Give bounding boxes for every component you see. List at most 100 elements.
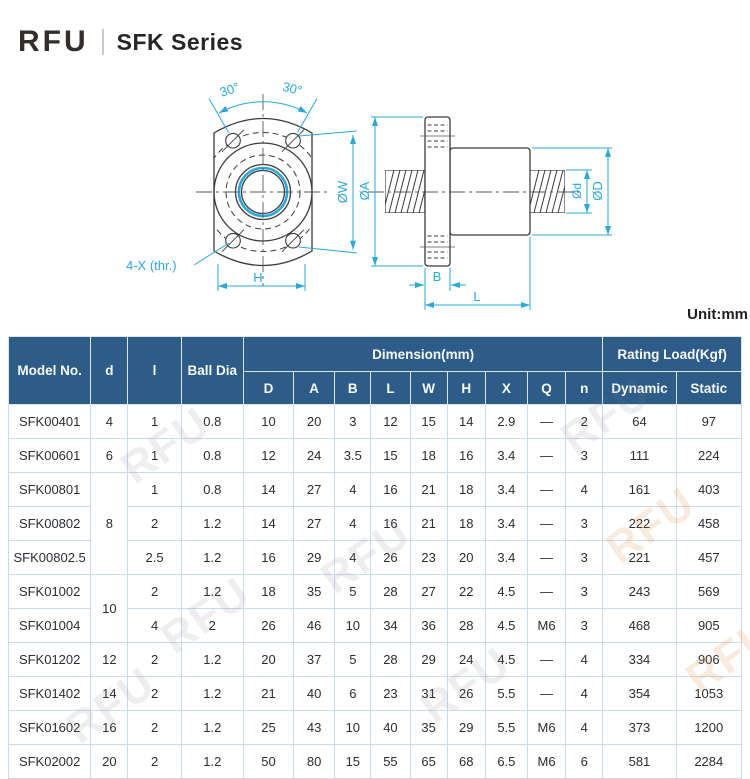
table-cell: 64 (602, 404, 677, 439)
page-header: RFU SFK Series (0, 0, 750, 60)
angle-right-label: 30° (281, 79, 304, 98)
table-cell: 6.5 (484, 744, 528, 779)
table-cell: 8 (90, 472, 129, 575)
table-cell: SFK01602 (7, 710, 92, 745)
table-cell: — (526, 574, 567, 609)
angle-left-label: 30° (218, 79, 241, 100)
table-cell: 111 (602, 438, 677, 473)
table-cell: 905 (675, 608, 743, 643)
table-cell: SFK00401 (7, 404, 92, 439)
table-cell: 28 (446, 608, 486, 643)
table-cell: 222 (602, 506, 677, 541)
column-header: B (334, 371, 372, 405)
table-cell: 23 (370, 676, 411, 711)
table-cell: 5.5 (484, 710, 528, 745)
table-cell: 14 (446, 404, 486, 439)
technical-drawing: 30° 30° 4-X (thr.) ØW ØA Ød ØD H B L Uni… (126, 79, 748, 323)
oa-label: ØA (357, 181, 372, 200)
table-cell: 46 (293, 608, 336, 643)
table-cell: 4.5 (484, 608, 528, 643)
table-cell: 0.8 (180, 438, 244, 473)
table-cell: 1.2 (180, 540, 244, 575)
table-cell: 0.8 (180, 472, 244, 507)
table-cell: 31 (409, 676, 448, 711)
table-cell: 221 (602, 540, 677, 575)
table-cell: 3 (565, 438, 604, 473)
table-cell: 906 (675, 642, 743, 677)
table-cell: 4 (565, 642, 604, 677)
table-cell: 468 (602, 608, 677, 643)
table-cell: 40 (370, 710, 411, 745)
table-cell: 16 (90, 710, 129, 745)
table-cell: 3 (565, 540, 604, 575)
table-cell: SFK00801 (7, 472, 92, 507)
table-cell: 22 (446, 574, 486, 609)
table-cell: 458 (675, 506, 743, 541)
column-header: D (242, 371, 295, 405)
table-cell: 37 (293, 642, 336, 677)
table-cell: 3.4 (484, 506, 528, 541)
column-header-ball-dia: Ball Dia (180, 336, 244, 405)
side-view (368, 116, 582, 267)
table-cell: — (526, 472, 567, 507)
table-cell: 1 (127, 404, 182, 439)
table-cell: 15 (334, 744, 372, 779)
column-header: Static (675, 371, 743, 405)
table-cell: 10 (334, 608, 372, 643)
table-cell: 4.5 (484, 574, 528, 609)
table-cell: — (526, 540, 567, 575)
table-cell: 3 (565, 608, 604, 643)
page-title: SFK Series (116, 28, 244, 55)
table-cell: SFK01202 (7, 642, 92, 677)
table-cell: 27 (293, 506, 336, 541)
table-cell: 6 (334, 676, 372, 711)
table-cell: SFK01402 (7, 676, 92, 711)
table-cell: 354 (602, 676, 677, 711)
column-header: Q (526, 371, 567, 405)
table-cell: 12 (370, 404, 411, 439)
table-cell: 1200 (675, 710, 743, 745)
table-cell: — (526, 404, 567, 439)
table-cell: 5 (334, 642, 372, 677)
table-cell: 6 (565, 744, 604, 779)
table-cell: 20 (446, 540, 486, 575)
column-header: X (484, 371, 528, 405)
column-header: A (293, 371, 336, 405)
table-cell: SFK01004 (7, 608, 92, 643)
table-cell: 1053 (675, 676, 743, 711)
table-cell: 4 (127, 608, 182, 643)
bolt-note-label: 4-X (thr.) (126, 258, 177, 273)
column-header: H (446, 371, 486, 405)
table-cell: 18 (242, 574, 295, 609)
table-cell: 4 (334, 506, 372, 541)
table-cell: 569 (675, 574, 743, 609)
table-cell: 1.2 (180, 744, 244, 779)
table-cell: 10 (334, 710, 372, 745)
table-cell: 1.2 (180, 676, 244, 711)
brand-divider (101, 29, 104, 55)
table-cell: 1 (127, 472, 182, 507)
table-cell: 224 (675, 438, 743, 473)
spec-table-container: Model No. d l Ball Dia Dimension(mm) Rat… (7, 336, 750, 779)
table-cell: 0.8 (180, 404, 244, 439)
table-cell: 1.2 (180, 506, 244, 541)
table-cell: 403 (675, 472, 743, 507)
table-cell: 28 (370, 574, 411, 609)
table-cell: 34 (370, 608, 411, 643)
table-cell: 14 (90, 676, 129, 711)
l-label: L (473, 289, 480, 304)
table-cell: 10 (242, 404, 295, 439)
table-cell: 3.4 (484, 438, 528, 473)
table-cell: 97 (675, 404, 743, 439)
table-cell: 2 (127, 676, 182, 711)
table-cell: 35 (293, 574, 336, 609)
